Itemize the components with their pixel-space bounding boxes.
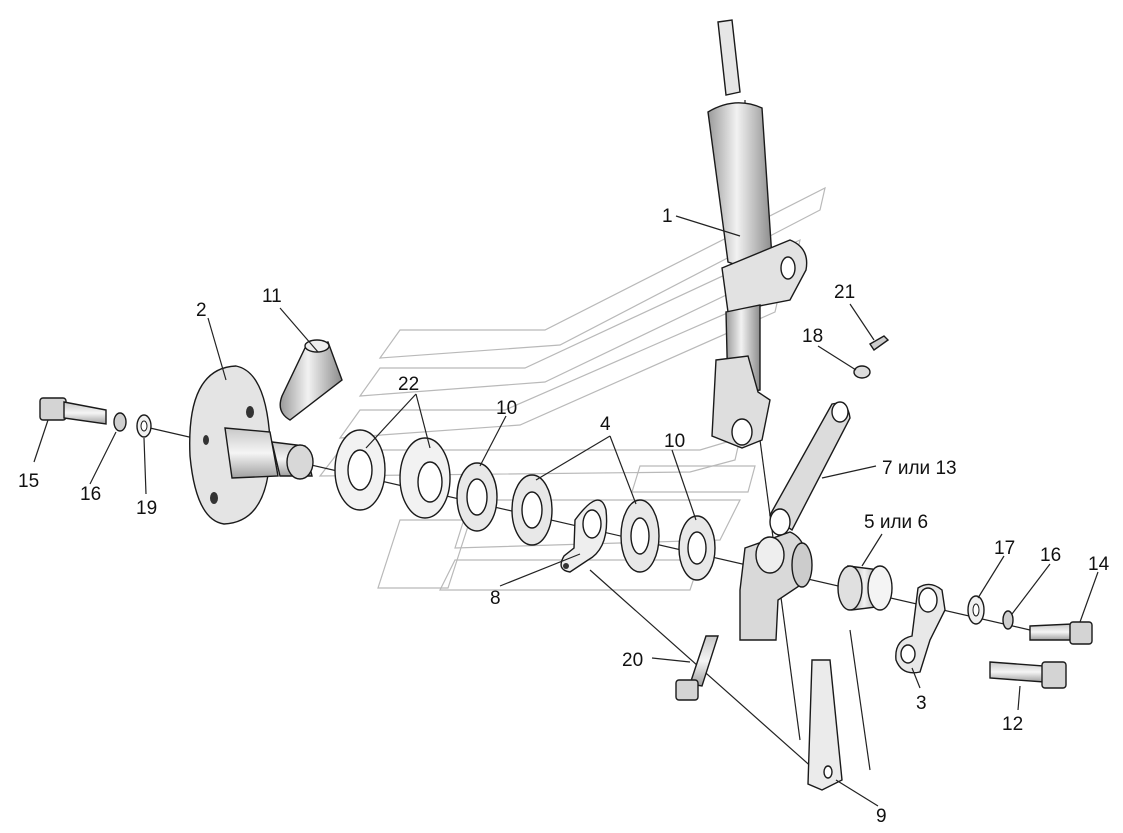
label-18: 18 (802, 326, 823, 347)
part-5-6-bushing (837, 565, 893, 611)
label-12: 12 (1002, 714, 1023, 735)
part-4-washer-left (511, 474, 553, 546)
axis-lines (149, 100, 1031, 771)
label-7-or-13: 7 или 13 (882, 458, 957, 479)
label-17: 17 (994, 538, 1015, 559)
watermark-logo (318, 186, 826, 591)
leader-lines (33, 215, 1099, 807)
part-15-bolt (39, 397, 107, 425)
part-14-bolt (1029, 621, 1093, 645)
label-4: 4 (600, 414, 611, 435)
part-3-clamp-plate (895, 583, 946, 674)
label-22: 22 (398, 374, 419, 395)
part-17-washer (967, 595, 985, 625)
part-12-bolt (989, 661, 1067, 689)
label-5-or-6: 5 или 6 (864, 512, 928, 533)
part-9-strip (807, 659, 843, 791)
label-14: 14 (1088, 554, 1110, 575)
label-2: 2 (196, 300, 207, 321)
callout-labels: 1 2 3 4 5 или 6 7 или 13 8 9 10 10 11 12… (18, 206, 1110, 827)
part-21-grease-fitting (869, 335, 890, 351)
label-20: 20 (622, 650, 643, 671)
part-8-plate (560, 499, 608, 573)
label-1: 1 (662, 206, 673, 227)
label-21: 21 (834, 282, 855, 303)
label-8: 8 (490, 588, 501, 609)
part-20-bolt (675, 635, 719, 701)
label-19: 19 (136, 498, 157, 519)
part-7-13-link-rod (769, 401, 851, 536)
label-9: 9 (876, 806, 887, 827)
part-16-spring-washer-right (1002, 610, 1014, 630)
part-2-flange-disc (189, 365, 314, 525)
part-18-nut (853, 365, 871, 379)
lever-bracket (739, 531, 813, 641)
label-11: 11 (262, 286, 282, 307)
label-10-right: 10 (664, 431, 685, 452)
label-3: 3 (916, 693, 927, 714)
part-11-pin (279, 339, 343, 421)
part-16-spring-washer (113, 412, 127, 432)
part-22-washers (334, 429, 451, 519)
part-10-washer-right (678, 515, 716, 581)
part-10-washer-left (456, 462, 498, 532)
label-15: 15 (18, 471, 39, 492)
part-4-washer-right (620, 499, 660, 573)
part-19-washer (136, 414, 152, 438)
part-1-lever-tube (707, 19, 808, 449)
label-16-right: 16 (1040, 545, 1061, 566)
label-16-left: 16 (80, 484, 101, 505)
label-10-left: 10 (496, 398, 517, 419)
